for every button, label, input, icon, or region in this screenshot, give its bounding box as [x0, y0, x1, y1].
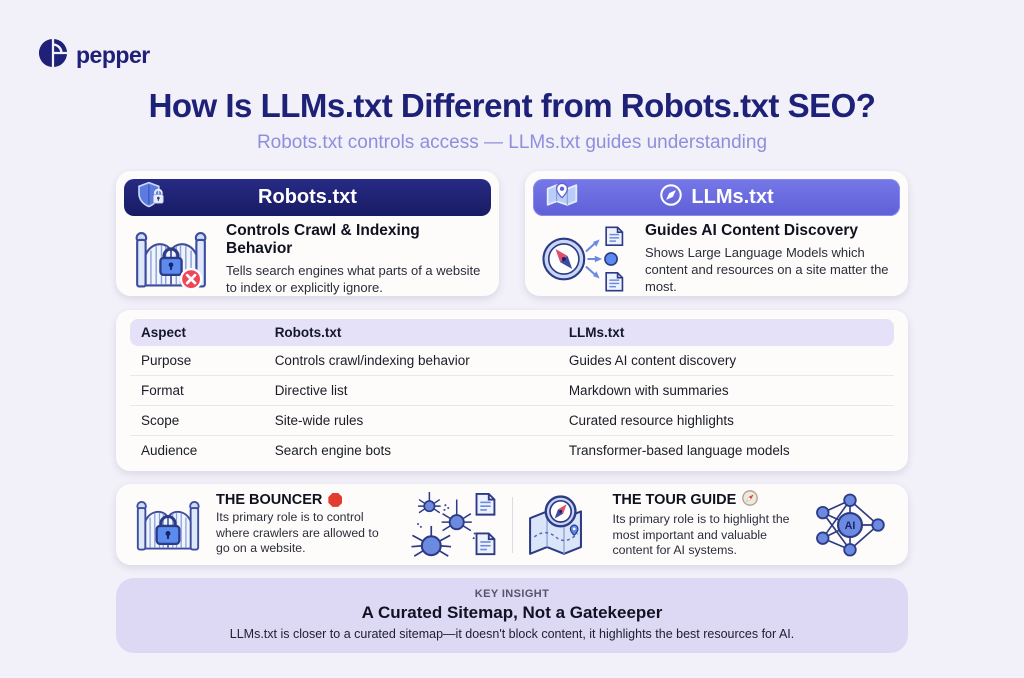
tour-guide-section: THE TOUR GUIDE Its primary role is [521, 490, 899, 559]
robots-card-description: Tells search engines what parts of a web… [226, 263, 481, 296]
key-insight-box: KEY INSIGHT A Curated Sitemap, Not a Gat… [116, 578, 908, 653]
comparison-table: Aspect Robots.txt LLMs.txt Purpose Contr… [130, 319, 894, 465]
robots-card-heading: Controls Crawl & Indexing Behavior [226, 222, 420, 257]
cell-llms: Transformer-based language models [568, 443, 790, 458]
crawler-spiders-docs-icon [404, 491, 500, 558]
llms-card-header-center: LLMs.txt [533, 183, 900, 213]
roles-card: THE BOUNCER Its primary role is to contr… [116, 484, 908, 565]
cell-robots: Directive list [263, 375, 558, 406]
cell-llms: Markdown with summaries [557, 375, 894, 406]
map-compass-icon [525, 491, 603, 559]
robots-card-header: Robots.txt [124, 179, 491, 216]
table-row: Audience Search engine bots Transformer-… [130, 436, 894, 466]
cell-aspect: Audience [141, 443, 198, 458]
cell-llms: Guides AI content discovery [557, 346, 894, 376]
gate-lock-x-icon [130, 226, 212, 292]
robots-txt-card: Robots.txt [116, 171, 499, 296]
table-row: Format Directive list Markdown with summ… [130, 375, 894, 406]
cell-llms: Curated resource highlights [557, 405, 894, 436]
cell-aspect: Scope [130, 405, 264, 436]
robots-card-title: Robots.txt [258, 186, 357, 208]
llms-card-heading: Guides AI Content Discovery [645, 222, 859, 239]
key-insight-label: KEY INSIGHT [474, 588, 550, 600]
llms-card-header: LLMs.txt [533, 179, 900, 216]
svg-text:AI: AI [845, 520, 856, 532]
comparison-table-card: Aspect Robots.txt LLMs.txt Purpose Contr… [116, 310, 908, 471]
pepper-logo-icon [38, 38, 68, 73]
brand-name: pepper [76, 42, 150, 68]
bouncer-description: Its primary role is to control where cra… [216, 509, 379, 556]
compass-icon [659, 183, 683, 213]
table-header-row: Aspect Robots.txt LLMs.txt [130, 319, 894, 346]
table-row: Scope Site-wide rules Curated resource h… [130, 405, 894, 436]
shield-lock-icon [136, 181, 170, 214]
compass-emoji [742, 490, 759, 510]
ai-neural-network-icon: AI [806, 492, 894, 558]
column-llms: LLMs.txt [557, 319, 894, 346]
key-insight-title: A Curated Sitemap, Not a Gatekeeper [361, 603, 663, 622]
bouncer-title: THE BOUNCER [216, 491, 323, 508]
cell-robots: Controls crawl/indexing behavior [263, 346, 558, 376]
compass-arrows-docs-icon [539, 224, 631, 294]
tour-guide-title: THE TOUR GUIDE [612, 491, 737, 508]
cell-robots: Search engine bots [274, 443, 392, 458]
cell-aspect: Format [130, 375, 264, 406]
roles-divider [511, 496, 513, 553]
page-subtitle: Robots.txt controls access — LLMs.txt gu… [256, 132, 768, 153]
column-robots: Robots.txt [263, 319, 558, 346]
page-title: How Is LLMs.txt Different from Robots.tx… [148, 87, 876, 124]
llms-txt-card: LLMs.txt [525, 171, 908, 296]
table-row: Purpose Controls crawl/indexing behavior… [130, 346, 894, 376]
gate-lock-icon [130, 494, 206, 556]
cell-robots: Site-wide rules [263, 405, 558, 436]
stop-sign-emoji [328, 492, 343, 507]
comparison-cards-row: Robots.txt [116, 171, 908, 296]
llms-card-title: LLMs.txt [691, 186, 774, 208]
tour-guide-description: Its primary role is to highlight the mos… [612, 511, 790, 558]
brand-logo: pepper [38, 38, 1024, 73]
map-pin-icon [545, 181, 579, 214]
cell-aspect: Purpose [130, 346, 264, 376]
llms-card-description: Shows Large Language Models which conten… [645, 245, 889, 295]
key-insight-body: LLMs.txt is closer to a curated sitemap—… [229, 627, 795, 641]
bouncer-section: THE BOUNCER Its primary role is to contr… [126, 491, 504, 558]
column-aspect: Aspect [130, 319, 264, 346]
